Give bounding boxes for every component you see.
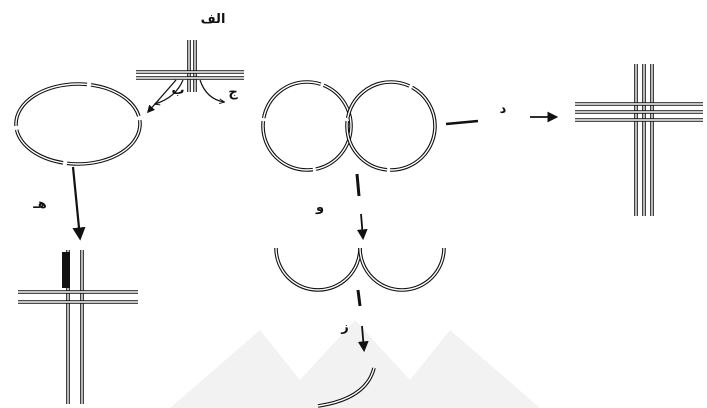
label-ze: ز — [340, 320, 348, 335]
cross-dal — [575, 64, 703, 216]
label-jim: ج — [228, 85, 238, 100]
double-ring — [263, 82, 435, 170]
label-vav: و — [315, 200, 324, 215]
arc-pair — [276, 248, 444, 290]
single-ring — [16, 84, 140, 164]
label-be: ب — [171, 83, 184, 98]
arrow-dal — [446, 117, 556, 124]
arrow-he — [73, 167, 80, 238]
label-alef: الف — [201, 12, 226, 27]
label-he: هـ — [32, 197, 46, 212]
arrow-vav — [357, 174, 363, 238]
label-dal: د — [500, 102, 507, 117]
cross-he — [18, 250, 138, 404]
